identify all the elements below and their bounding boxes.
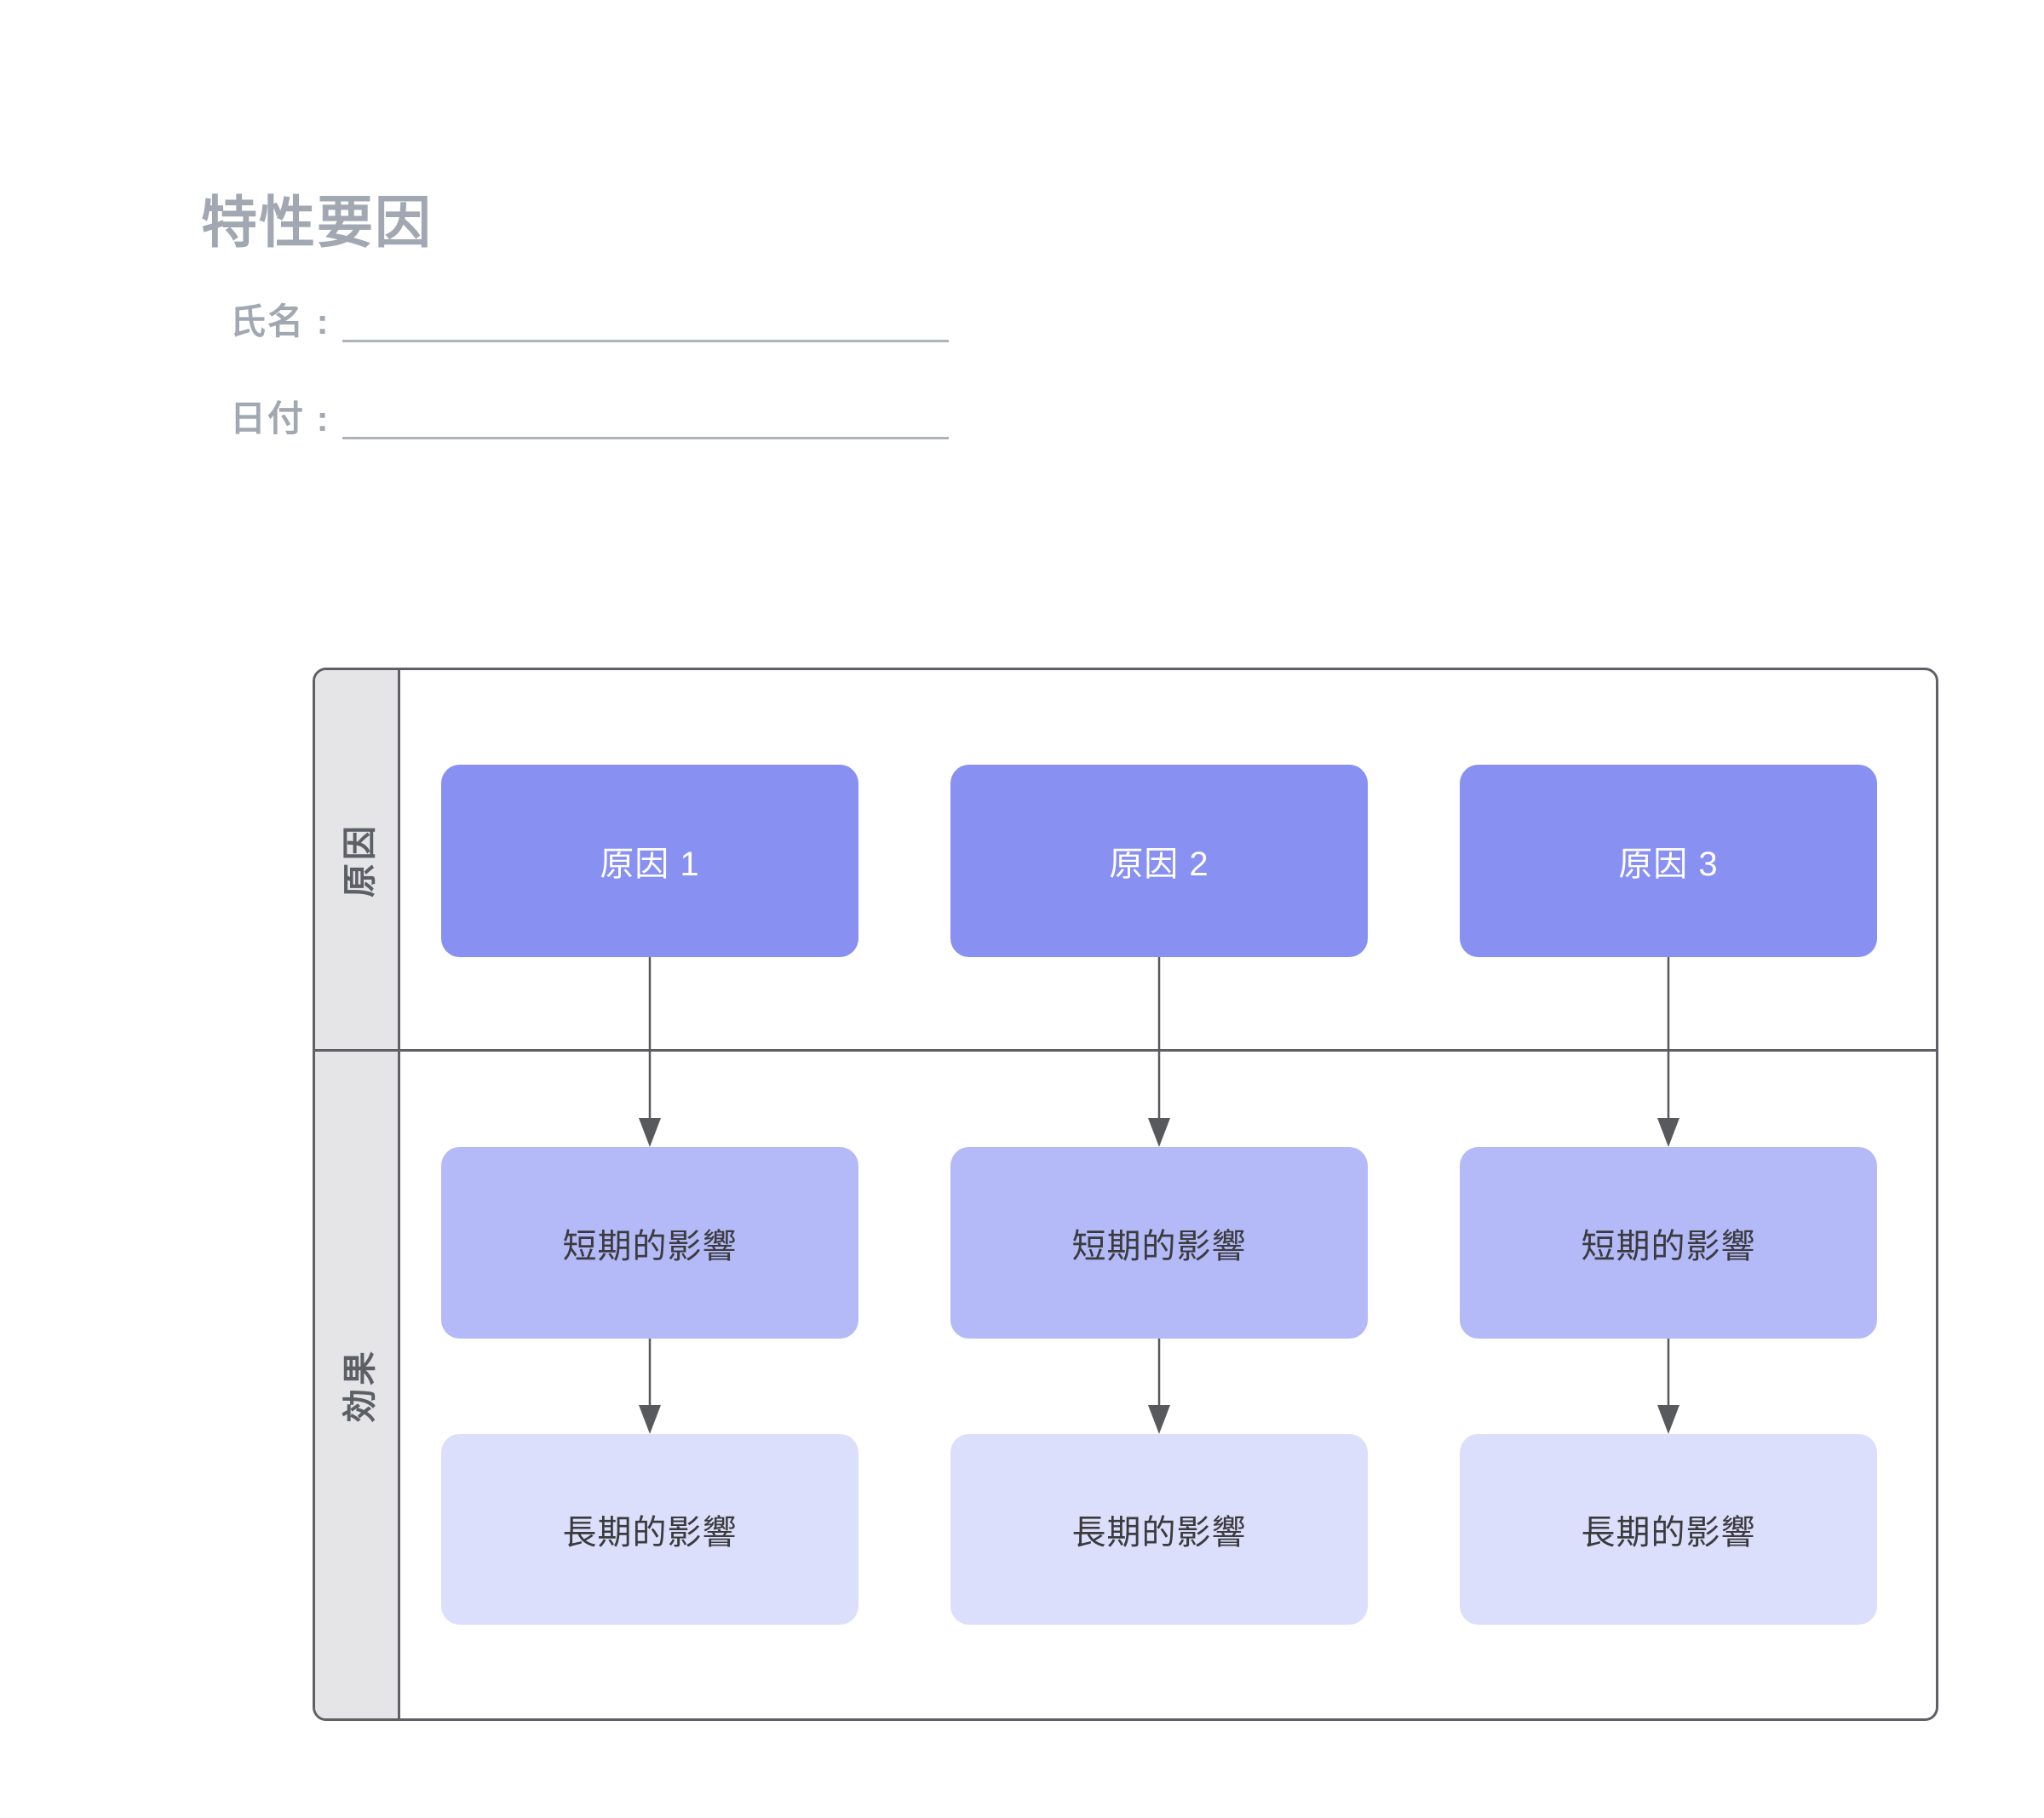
cause-row-area xyxy=(400,670,1936,1052)
arrow-down-connector xyxy=(1148,1339,1170,1434)
arrow-down-connector xyxy=(1148,957,1170,1147)
sidebar-cell-cause: 原因 xyxy=(315,670,400,1052)
cause-node-1[interactable]: 原因 1 xyxy=(441,765,858,957)
diagram-column-3: 原因 3 短期的影響 長期的影響 xyxy=(1460,670,1877,1718)
cause-node-2[interactable]: 原因 2 xyxy=(950,765,1368,957)
long-effect-node-3[interactable]: 長期的影響 xyxy=(1460,1434,1877,1625)
diagram-columns: 原因 1 短期的影響 長期的影響 原因 2 短期的影響 xyxy=(441,670,1936,1718)
cause-node-3[interactable]: 原因 3 xyxy=(1460,765,1877,957)
short-effect-node-2[interactable]: 短期的影響 xyxy=(950,1147,1368,1339)
diagram-column-1: 原因 1 短期的影響 長期的影響 xyxy=(441,670,858,1718)
arrow-down-connector xyxy=(1657,957,1679,1147)
sidebar-cell-effect: 効果 xyxy=(315,1052,400,1718)
date-input-line[interactable] xyxy=(342,403,949,440)
arrow-down-connector xyxy=(1657,1339,1679,1434)
page-title: 特性要因 xyxy=(201,191,433,254)
short-effect-node-1[interactable]: 短期的影響 xyxy=(441,1147,858,1339)
name-field-label: 氏名 : xyxy=(230,301,330,341)
diagram-column-2: 原因 2 短期的影響 長期的影響 xyxy=(950,670,1368,1718)
date-field-row: 日付 : xyxy=(230,399,949,440)
name-input-line[interactable] xyxy=(342,306,949,343)
diagram-frame: 原因 効果 原因 1 短期的影響 長期的影響 原因 2 xyxy=(313,668,1938,1721)
row-label-effect: 効果 xyxy=(341,1347,379,1423)
arrow-down-connector xyxy=(639,957,661,1147)
long-effect-node-2[interactable]: 長期的影響 xyxy=(950,1434,1368,1625)
date-field-label: 日付 : xyxy=(230,399,330,439)
short-effect-node-3[interactable]: 短期的影響 xyxy=(1460,1147,1877,1339)
arrow-down-connector xyxy=(639,1339,661,1434)
long-effect-node-1[interactable]: 長期的影響 xyxy=(441,1434,858,1625)
name-field-row: 氏名 : xyxy=(230,301,949,343)
row-label-cause: 原因 xyxy=(341,822,379,898)
